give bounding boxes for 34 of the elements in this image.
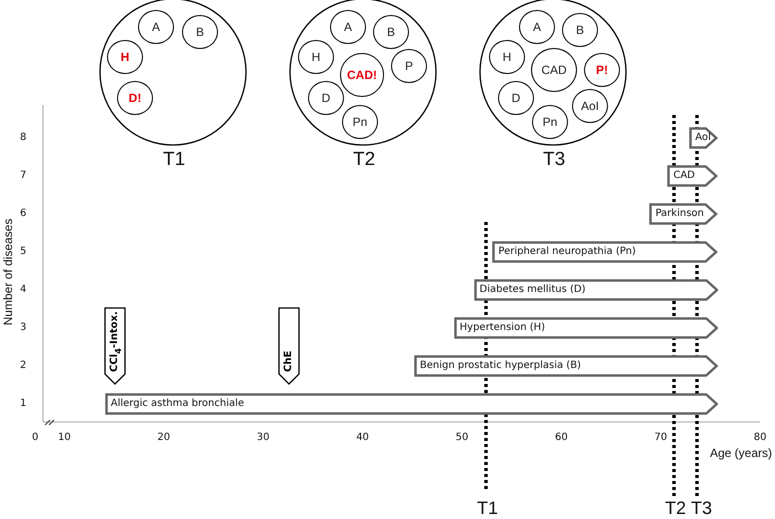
disease-timeline-bar: Diabetes mellitus (D) <box>474 279 718 301</box>
disease-timeline-bar: Peripheral neuropathia (Pn) <box>492 241 718 263</box>
axis-title: Number of diseases <box>1 218 15 328</box>
disease-timeline-bar: AoI <box>689 127 718 149</box>
axis-tick-label: 70 <box>654 432 668 443</box>
axis-tick-label: 7 <box>20 170 26 181</box>
time-point-label: T2 <box>353 149 376 171</box>
axis-tick-label: 8 <box>20 132 26 143</box>
axis-tick-label: 40 <box>356 432 369 443</box>
disease-timeline-bar: CAD <box>667 165 718 187</box>
axis-title: Age (years) <box>710 446 772 460</box>
time-point-label: T2 <box>665 498 686 519</box>
disease-timeline-bar: Allergic asthma bronchiale <box>104 393 718 415</box>
axis-tick-label: 60 <box>555 432 568 443</box>
disease-timeline-bar: Hypertension (H) <box>454 317 718 339</box>
axis-tick-label: 10 <box>58 432 71 443</box>
event-marker: ChE <box>278 307 300 385</box>
axis-tick-label: 30 <box>256 432 270 443</box>
axis-tick-label: 20 <box>157 432 170 443</box>
axis-tick-label: 4 <box>20 284 26 295</box>
axis-tick-label: 1 <box>20 398 26 409</box>
axis-tick-label: 3 <box>20 322 26 333</box>
time-point-label: T3 <box>543 149 566 171</box>
axis-tick-label: 0 <box>32 432 38 443</box>
disease-timeline-bar: Benign prostatic hyperplasia (B) <box>414 355 718 377</box>
axis-tick-label: 80 <box>754 432 767 443</box>
axis-tick-label: 2 <box>20 360 26 371</box>
time-point-label: T1 <box>477 498 498 519</box>
time-point-label: T3 <box>691 498 712 519</box>
axis-tick-label: 5 <box>20 246 26 257</box>
time-point-label: T1 <box>163 149 186 171</box>
axis-tick-label: 50 <box>456 432 468 443</box>
axis-tick-label: 6 <box>20 208 26 219</box>
disease-timeline-bar: Parkinson <box>649 203 718 225</box>
